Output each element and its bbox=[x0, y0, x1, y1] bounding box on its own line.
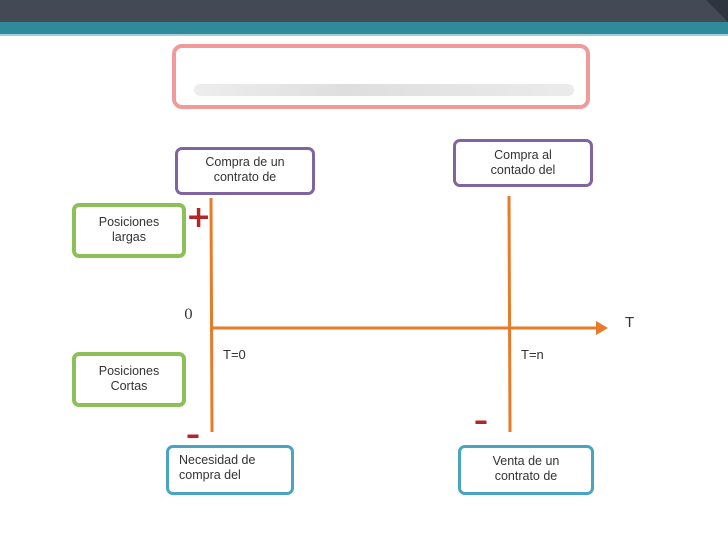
header-accent-bar bbox=[0, 22, 728, 34]
header-corner bbox=[706, 0, 728, 22]
box-sell-contract: Venta de un contrato de bbox=[458, 445, 594, 495]
header-divider bbox=[0, 34, 728, 36]
origin-label: 0 bbox=[184, 307, 193, 323]
time-axis-arrowhead bbox=[596, 321, 608, 335]
right-vertical-line bbox=[507, 195, 512, 433]
slide-title-box bbox=[172, 44, 590, 109]
box-spot-buy: Compra al contado del bbox=[453, 139, 593, 187]
obscured-title-text bbox=[194, 84, 574, 96]
left-vertical-line bbox=[209, 197, 214, 433]
box-buy-contract: Compra de un contrato de bbox=[175, 147, 315, 195]
minus-sign-right: – bbox=[474, 404, 488, 437]
box-short-positions: Posiciones Cortas bbox=[72, 352, 186, 407]
t0-label: T=0 bbox=[223, 347, 246, 362]
box-long-positions: Posiciones largas bbox=[72, 203, 186, 258]
plus-sign: + bbox=[186, 200, 212, 235]
time-axis-label: T bbox=[625, 314, 635, 331]
box-purchase-need: Necesidad de compra del bbox=[166, 445, 294, 495]
header-bar bbox=[0, 0, 728, 22]
tn-label: T=n bbox=[521, 347, 544, 362]
minus-sign-left: – bbox=[186, 418, 200, 451]
